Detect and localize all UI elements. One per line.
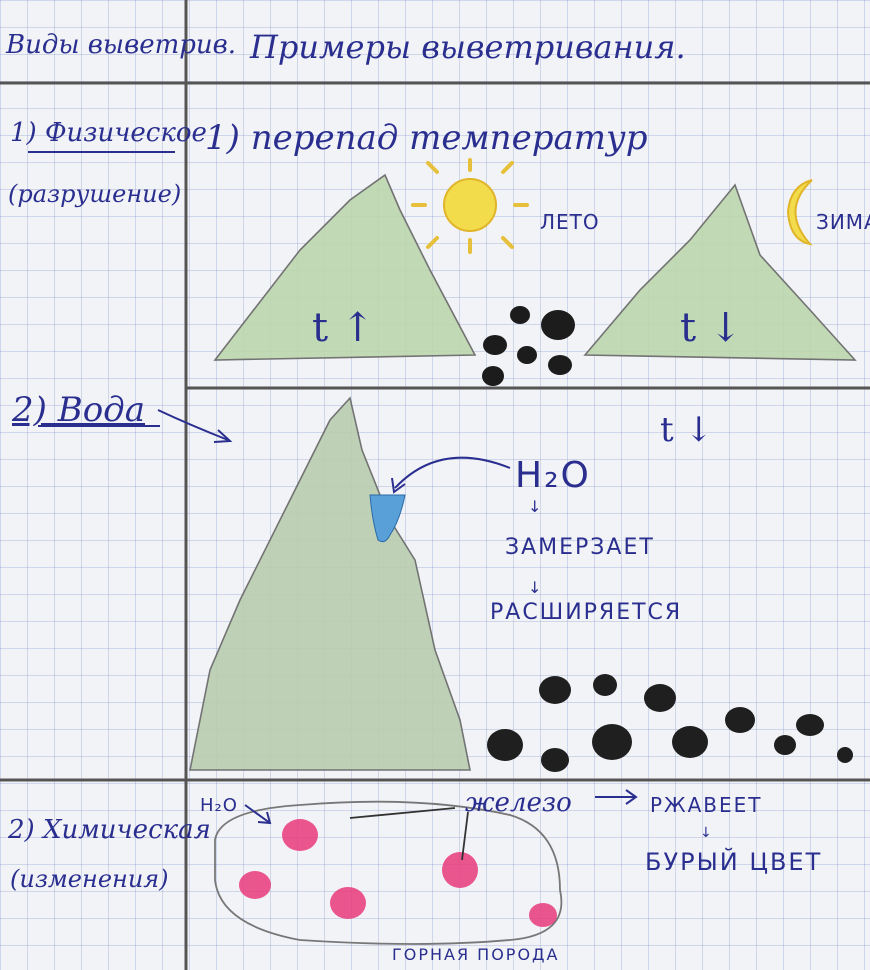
stones-2	[487, 674, 853, 772]
header-col2: Примеры выветривания.	[250, 28, 686, 66]
header-col1: Виды выветрив.	[6, 30, 236, 60]
water-formula: H₂O	[515, 455, 591, 496]
chemical-arrow: ↓	[700, 825, 714, 841]
chemical-note: (изменения)	[10, 865, 169, 893]
water-expands: РАСШИРЯЕТСЯ	[490, 600, 682, 625]
chemical-rock: ГОРНАЯ ПОРОДА	[392, 945, 560, 964]
chemical-iron: железо	[465, 788, 572, 818]
chemical-h2o: H₂O	[200, 795, 238, 816]
sun-icon	[413, 160, 527, 252]
chem-h2o-arrow	[245, 805, 270, 823]
water-label: 2) Вода	[12, 390, 145, 430]
summer-temp: t ↑	[312, 305, 374, 351]
summer-label: ЛЕТО	[540, 210, 600, 234]
moon-icon	[788, 180, 812, 244]
physical-label: 1) Физическое	[10, 118, 207, 148]
physical-example: 1) перепад температур	[205, 118, 647, 158]
chemical-brown: БУРЫЙ ЦВЕТ	[645, 848, 822, 876]
chemical-rusts: РЖАВЕЕТ	[650, 793, 763, 817]
water-arrow-1: ↓	[528, 497, 543, 516]
water-arrow-2: ↓	[528, 578, 543, 597]
iron-line-1	[350, 808, 455, 818]
water-arrow	[158, 410, 228, 440]
winter-temp: t ↓	[680, 305, 742, 351]
winter-label: ЗИМА	[816, 210, 870, 234]
h2o-arrow	[395, 458, 510, 488]
water-mountain	[190, 398, 470, 770]
water-freezes: ЗАМЕРЗАЕТ	[505, 535, 655, 560]
chemical-label: 2) Химическая	[8, 815, 211, 845]
iron-blobs	[239, 819, 557, 927]
physical-note: (разрушение)	[8, 180, 181, 208]
water-temp: t ↓	[660, 410, 713, 450]
stones-1	[482, 306, 575, 386]
